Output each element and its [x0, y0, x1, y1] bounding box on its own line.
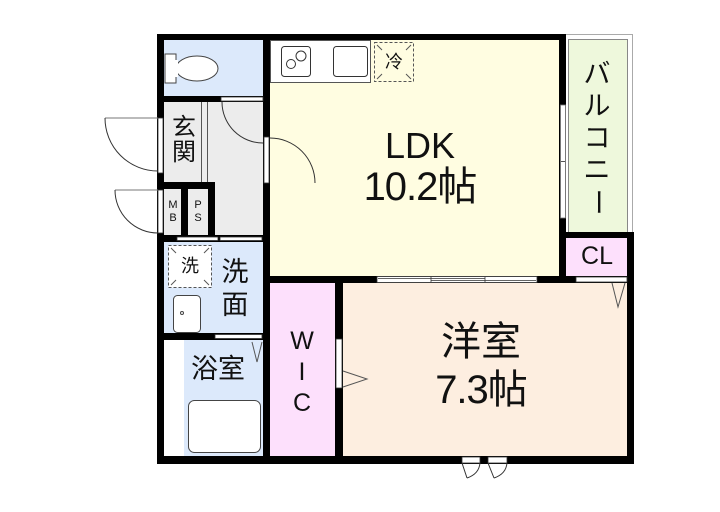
ldk-area: 10.2帖: [363, 165, 478, 209]
western-room-label: 洋室: [441, 320, 521, 364]
meter-box-door-arc: [114, 189, 159, 234]
meter-box-floor: [164, 189, 181, 235]
entrance-label-char: 玄: [172, 114, 196, 141]
wall-bottom: [157, 456, 634, 464]
entrance-label: 玄 関: [168, 115, 200, 165]
toilet-door-arc: [221, 101, 264, 144]
balcony-floor: [568, 39, 628, 233]
bathroom-side-strip: [164, 340, 184, 456]
wall-balcony-closet: [559, 232, 634, 238]
washroom-sliding-door-left: [176, 236, 219, 241]
sliding-door-tracks: [378, 277, 536, 282]
pipe-space-label: P S: [188, 199, 208, 225]
walk-in-closet-label: W I C: [282, 326, 322, 419]
meter-box-label: M B: [164, 199, 182, 225]
bathroom-label: 浴室: [191, 354, 245, 384]
meter-box-door-opening: [157, 189, 164, 234]
washroom-sliding-door-right: [219, 236, 263, 241]
toilet-door-opening: [220, 96, 264, 102]
washroom-label-char: 面: [221, 290, 249, 320]
ldk-door-arc: [269, 137, 316, 184]
walk-in-closet-floor: [270, 283, 335, 456]
wic-door-opening: [335, 338, 343, 389]
wall-toilet-bottom: [164, 96, 263, 102]
walk-in-closet-label-char: I: [298, 358, 306, 386]
washroom-label: 洗 面: [217, 256, 253, 322]
walk-in-closet-label-char: W: [290, 327, 314, 355]
entrance-label-char: 関: [172, 139, 196, 166]
pipe-space-floor: [188, 189, 208, 235]
pipe-space-label-char: P: [194, 199, 202, 211]
ldk-label: LDK: [384, 125, 456, 166]
balcony-label-char: バ: [583, 59, 611, 89]
balcony-label-char: コ: [583, 123, 611, 153]
wash-basin-icon: [173, 295, 201, 333]
bedroom-window-right-swing: [487, 462, 508, 479]
balcony-label-char: ー: [582, 188, 612, 216]
meter-box-label-char: M: [168, 199, 178, 211]
western-room-area: 7.3帖: [435, 368, 528, 412]
ldk-door-opening: [263, 136, 270, 184]
entry-door-arc: [104, 117, 159, 172]
stove-icon: [281, 46, 311, 77]
sink-icon: [333, 46, 368, 77]
bathtub-icon: [188, 400, 261, 453]
walk-in-closet-label-char: C: [292, 389, 312, 417]
washer-space-icon: [168, 245, 212, 288]
bedroom-window-left-swing: [461, 462, 481, 479]
wall-entrance-bottom: [164, 182, 215, 189]
balcony-label: バ ル コ ニ ー: [577, 58, 617, 218]
wall-mb-ps-divider: [181, 189, 188, 235]
closet-door-marker-icon: [611, 282, 626, 309]
wall-washroom-bathroom: [164, 333, 263, 340]
wall-right-outer: [627, 232, 634, 464]
pipe-space-label-char: S: [194, 212, 202, 224]
closet-door-opening: [575, 276, 628, 283]
washer-space-label: 洗: [181, 256, 199, 276]
ldk-bedroom-sliding-door: [376, 276, 538, 283]
hallway-floor: [208, 102, 263, 242]
closet-floor: [566, 238, 627, 276]
western-room-floor: [343, 283, 627, 456]
closet-label: CL: [581, 242, 613, 270]
wic-door-marker-icon: [342, 370, 369, 388]
wall-left: [157, 34, 164, 464]
bedroom-window-left: [461, 456, 481, 464]
meter-box-label-char: B: [169, 212, 177, 224]
door-swings: [104, 101, 508, 479]
bathroom-door-opening: [214, 334, 263, 339]
refrigerator-space-label: 冷: [385, 52, 403, 72]
wall-top: [157, 34, 566, 40]
wall-hall-ldk: [263, 34, 270, 464]
bathroom-door-marker-icon: [251, 341, 263, 363]
washroom-label-char: 洗: [221, 257, 249, 287]
bedroom-window-right: [487, 456, 508, 464]
balcony-label-char: ル: [583, 91, 611, 121]
entry-door-opening: [157, 117, 164, 174]
balcony-label-char: ニ: [583, 155, 611, 185]
wall-ps-right: [208, 182, 215, 242]
refrigerator-space-icon: [374, 42, 414, 82]
door-markers: [251, 282, 626, 388]
toilet-icon: [164, 53, 219, 84]
